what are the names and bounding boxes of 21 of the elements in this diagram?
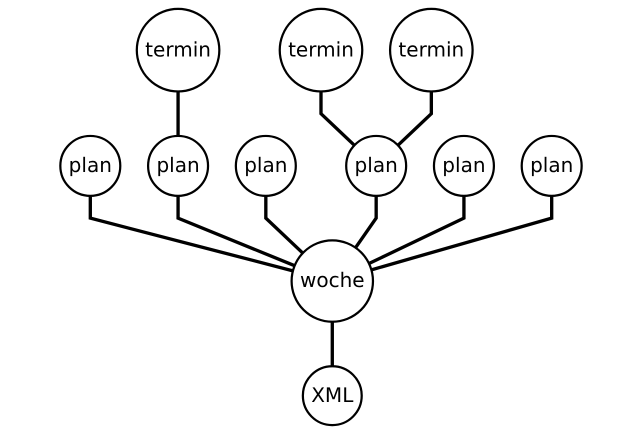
connector bbox=[354, 196, 378, 249]
connector bbox=[368, 196, 466, 266]
connector bbox=[370, 196, 554, 272]
connector bbox=[176, 196, 296, 268]
node-circle: termin bbox=[136, 8, 220, 93]
node-circle: woche bbox=[290, 239, 374, 323]
connector bbox=[319, 91, 356, 147]
node-circle: termin bbox=[388, 8, 474, 93]
node-circle: plan bbox=[59, 134, 122, 197]
node-circle: plan bbox=[520, 134, 583, 197]
connector bbox=[88, 196, 294, 272]
node-circle: plan bbox=[345, 134, 408, 197]
node-circle: plan bbox=[234, 134, 297, 197]
connector bbox=[330, 322, 334, 366]
node-circle: XML bbox=[302, 365, 363, 426]
node-circle: termin bbox=[278, 8, 364, 93]
node-circle: plan bbox=[146, 134, 210, 197]
connector bbox=[176, 91, 180, 136]
connector bbox=[264, 196, 304, 254]
connector bbox=[396, 91, 433, 147]
node-circle: plan bbox=[432, 134, 496, 197]
